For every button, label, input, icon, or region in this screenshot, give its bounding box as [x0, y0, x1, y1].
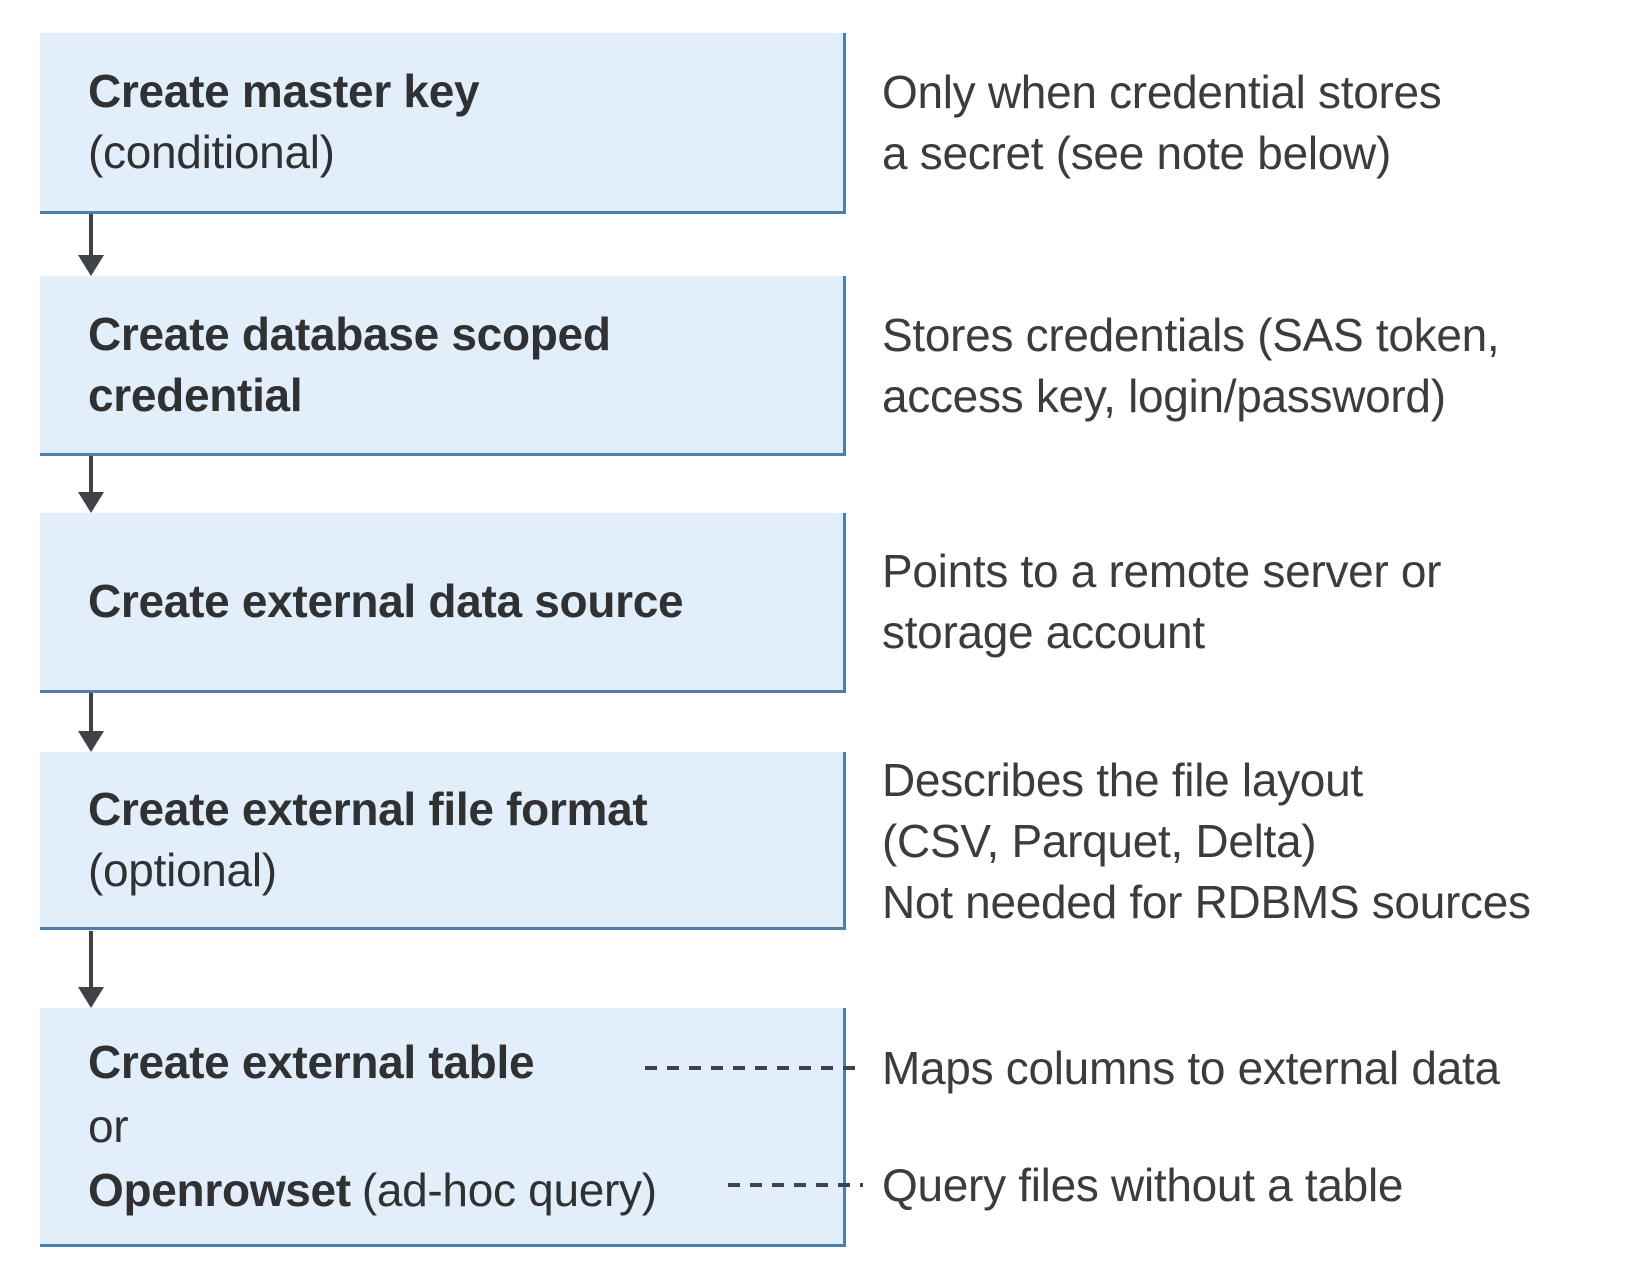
flow-arrow-icon: [77, 214, 105, 276]
note-line: storage account: [882, 606, 1205, 658]
arrow-shaft: [89, 693, 93, 731]
note-line: Query files without a table: [882, 1159, 1404, 1211]
flow-box-create-external-file-format: Create external file format (optional): [40, 752, 846, 930]
note-line: (CSV, Parquet, Delta): [882, 815, 1317, 867]
box-title: Create database scoped: [88, 307, 611, 360]
box-qualifier: (conditional): [88, 126, 335, 178]
box-title-alt: Openrowset: [88, 1164, 351, 1216]
flow-box-create-master-key: Create master key (conditional): [40, 33, 846, 214]
or-label: or: [88, 1100, 129, 1152]
flow-box-create-external-data-source: Create external data source: [40, 513, 846, 693]
arrow-head: [78, 255, 104, 276]
box-title: Create master key: [88, 65, 480, 117]
arrow-shaft: [89, 931, 93, 987]
note-line: Describes the file layout: [882, 754, 1363, 806]
flow-arrow-icon: [77, 693, 105, 752]
note-data-source: Points to a remote server or storage acc…: [882, 541, 1441, 663]
arrow-shaft: [89, 456, 93, 492]
box-title: credential: [88, 368, 303, 421]
box-qualifier: (optional): [88, 843, 277, 896]
note-file-format: Describes the file layout (CSV, Parquet,…: [882, 750, 1531, 933]
box-qualifier-alt: (ad-hoc query): [361, 1164, 657, 1216]
arrow-head: [78, 492, 104, 513]
note-openrowset: Query files without a table: [882, 1155, 1403, 1216]
note-line: Not needed for RDBMS sources: [882, 876, 1531, 928]
dashed-connector-external-table: [645, 1064, 863, 1072]
arrow-head: [78, 731, 104, 752]
flow-arrow-icon: [77, 931, 105, 1008]
flow-box-create-external-table-or-openrowset: Create external table or Openrowset(ad-h…: [40, 1008, 846, 1247]
box-title: Create external file format: [88, 782, 648, 835]
box-title: Create external data source: [88, 575, 684, 627]
arrow-head: [78, 987, 104, 1008]
flow-arrow-icon: [77, 456, 105, 513]
note-line: Only when credential stores: [882, 66, 1442, 118]
note-line: Maps columns to external data: [882, 1042, 1500, 1094]
dashed-connector-openrowset: [728, 1181, 863, 1189]
note-line: a secret (see note below): [882, 127, 1391, 179]
note-master-key: Only when credential stores a secret (se…: [882, 62, 1442, 184]
note-line: Points to a remote server or: [882, 545, 1442, 597]
note-external-table: Maps columns to external data: [882, 1038, 1500, 1099]
flow-box-create-database-scoped-credential: Create database scoped credential: [40, 276, 846, 456]
arrow-shaft: [89, 214, 93, 255]
note-line: Stores credentials (SAS token,: [882, 309, 1500, 361]
openrowset-line: Openrowset(ad-hoc query): [88, 1158, 827, 1222]
note-scoped-credential: Stores credentials (SAS token, access ke…: [882, 305, 1500, 427]
box-title: Create external table: [88, 1036, 535, 1088]
note-line: access key, login/password): [882, 370, 1446, 422]
